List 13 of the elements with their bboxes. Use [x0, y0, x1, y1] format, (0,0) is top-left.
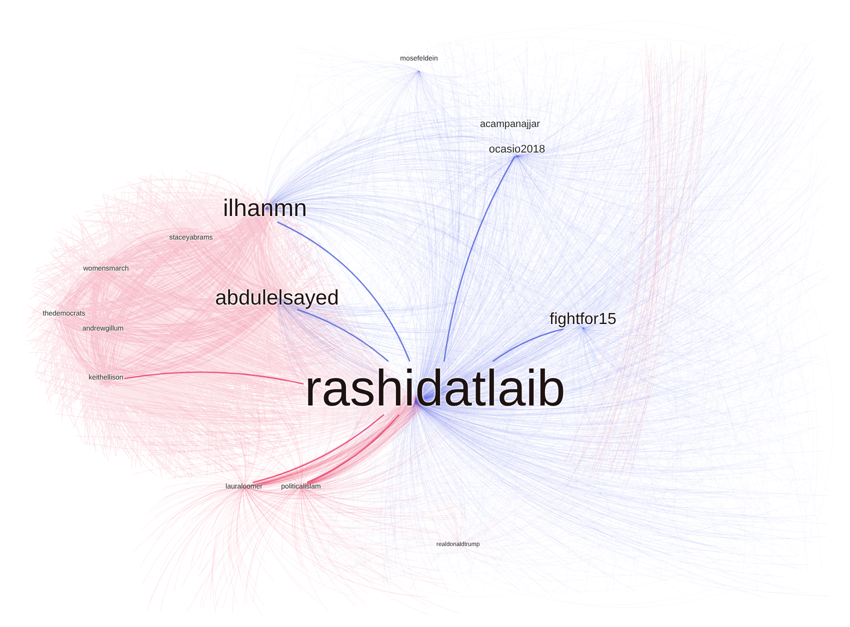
account-label: rashidatlaib [304, 362, 566, 414]
account-label: fightfor15 [550, 312, 616, 328]
account-label: ocasio2018 [488, 144, 546, 156]
connector-line [443, 156, 516, 362]
account-label: ilhanmn [222, 197, 308, 221]
connector-line [306, 414, 400, 484]
connector-line [124, 372, 304, 385]
account-label: acampanajjar [480, 120, 540, 130]
connector-line [252, 414, 384, 484]
connector-line [492, 328, 564, 362]
connector-line [277, 221, 410, 362]
account-label: abdulelsayed [215, 288, 339, 308]
connector-line [296, 308, 389, 362]
